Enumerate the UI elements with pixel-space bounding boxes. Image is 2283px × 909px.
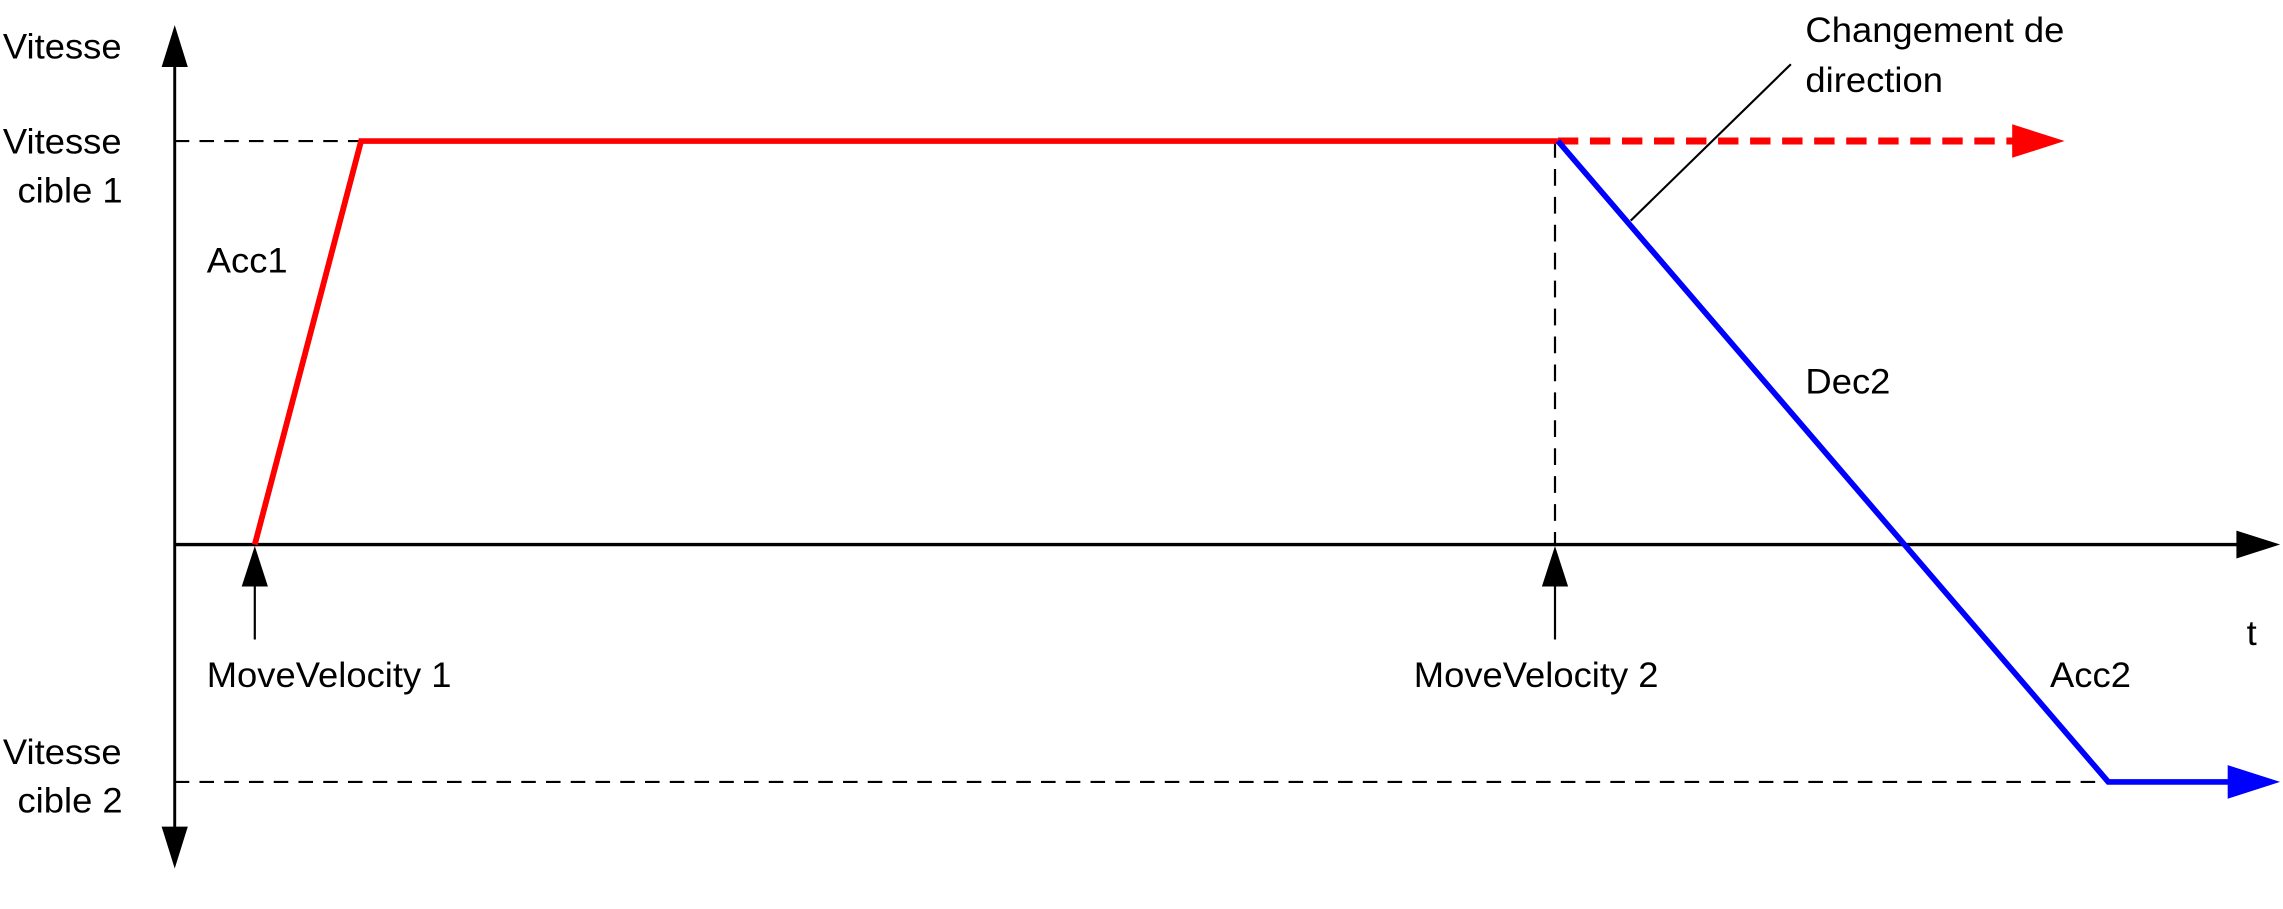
move1-arrow-icon xyxy=(241,545,268,587)
move2-label: MoveVelocity 2 xyxy=(1414,656,1659,695)
direction-change-label-line2: direction xyxy=(1805,61,1943,100)
first-move-arrow-icon xyxy=(2012,124,2065,158)
second-move-arrow-icon xyxy=(2227,765,2281,799)
x-axis-arrow-icon xyxy=(2236,530,2281,559)
target1-label-line1: Vitesse xyxy=(3,122,122,161)
dec2-label: Dec2 xyxy=(1805,362,1890,401)
target1-label-line2: cible 1 xyxy=(17,171,122,210)
second-move-profile xyxy=(1555,139,2235,785)
move2-arrow-icon xyxy=(1541,545,1569,587)
direction-change-leader xyxy=(1629,63,1792,222)
y-axis-label: Vitesse xyxy=(3,27,122,66)
y-axis-arrow-down-icon xyxy=(161,826,188,869)
first-move-profile xyxy=(251,138,1558,546)
target2-label-line2: cible 2 xyxy=(17,781,122,820)
direction-change-label-line1: Changement de xyxy=(1805,11,2064,50)
acc1-label: Acc1 xyxy=(207,241,288,280)
target2-label-line1: Vitesse xyxy=(3,732,122,771)
acc2-label: Acc2 xyxy=(2050,656,2131,695)
x-axis-label: t xyxy=(2247,614,2257,653)
y-axis-arrow-up-icon xyxy=(161,25,188,68)
move1-label: MoveVelocity 1 xyxy=(207,656,452,695)
